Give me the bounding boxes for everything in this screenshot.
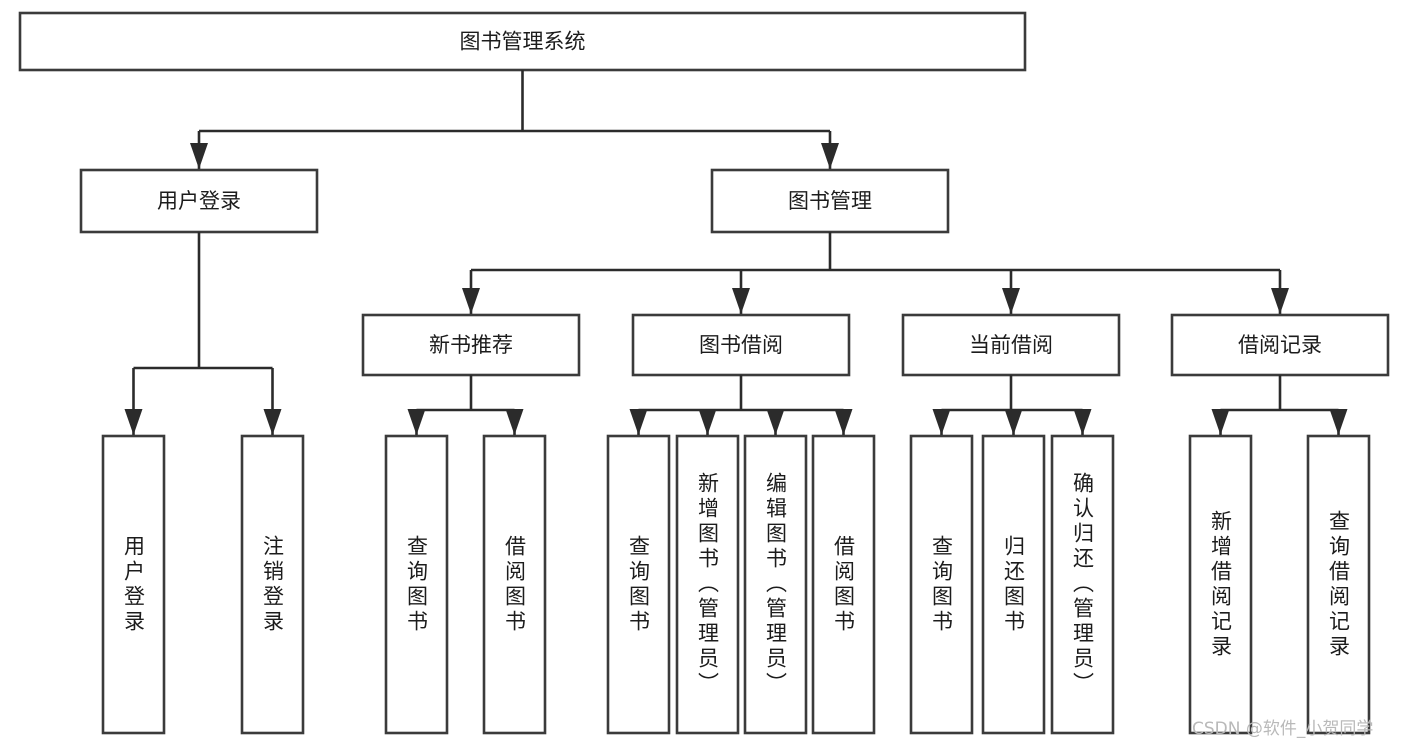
node-leaf-query-record-label: 查询借阅记录 (1326, 509, 1351, 660)
node-leaf-add-book-label: 新增图书（管理员） (695, 472, 720, 697)
arrow-head-icon-leaf-confirm-return (1073, 409, 1092, 435)
arrow-head-icon-leaf-query-book-rec (407, 409, 426, 435)
arrow-head-icon-leaf-logout (263, 409, 282, 435)
node-leaf-query-book-borrow-box[interactable] (606, 434, 671, 735)
node-leaf-query-record-label-box[interactable]: 查询借阅记录 (1308, 436, 1369, 733)
node-root-label: 图书管理系统 (460, 30, 586, 54)
node-leaf-logout-label-box[interactable]: 注销登录 (242, 436, 303, 733)
arrow-head-icon-borrow-record (1271, 288, 1289, 314)
node-leaf-borrow-book-rec-label-box[interactable]: 借阅图书 (484, 436, 545, 733)
arrow-head-icon-book-management (821, 143, 839, 169)
node-leaf-query-book-borrow-label-box[interactable]: 查询图书 (608, 436, 669, 733)
arrow-head-icon-leaf-query-book-borrow (629, 409, 648, 435)
node-root-box[interactable] (18, 11, 1027, 72)
node-leaf-edit-book-box[interactable] (743, 434, 808, 735)
arrow-head-icon-user-login (190, 143, 208, 169)
node-leaf-return-book-label: 归还图书 (1001, 534, 1026, 635)
node-leaf-query-book-current-label-box[interactable]: 查询图书 (911, 436, 972, 733)
node-leaf-add-record-label-box[interactable]: 新增借阅记录 (1190, 436, 1251, 733)
node-leaf-return-book-label-box[interactable]: 归还图书 (983, 436, 1044, 733)
node-leaf-borrow-book-label-box[interactable]: 借阅图书 (813, 436, 874, 733)
node-leaf-borrow-book-rec-box[interactable] (482, 434, 547, 735)
arrow-head-icon-leaf-query-record (1329, 409, 1348, 435)
node-leaf-add-record-label: 新增借阅记录 (1208, 509, 1233, 660)
node-borrow-record-label: 借阅记录 (1238, 333, 1322, 357)
node-book-management-label: 图书管理 (788, 189, 872, 213)
node-leaf-user-login-box[interactable] (101, 434, 166, 735)
node-leaf-add-book-label-box[interactable]: 新增图书（管理员） (677, 436, 738, 733)
node-current-borrow-label: 当前借阅 (969, 333, 1053, 357)
arrow-head-icon-leaf-add-book (698, 409, 717, 435)
node-current-borrow-box[interactable] (901, 313, 1121, 377)
arrow-head-icon-current-borrow (1002, 288, 1020, 314)
node-new-book-recommend-box[interactable] (361, 313, 581, 377)
node-book-borrow-label: 图书借阅 (699, 333, 783, 357)
node-leaf-return-book-box[interactable] (981, 434, 1046, 735)
node-leaf-logout-box[interactable] (240, 434, 305, 735)
node-leaf-edit-book-label: 编辑图书（管理员） (763, 472, 788, 697)
node-leaf-borrow-book-box[interactable] (811, 434, 876, 735)
node-leaf-user-login-label: 用户登录 (121, 534, 146, 635)
csdn-watermark: CSDN @软件_小贺同学 (1192, 719, 1374, 739)
node-leaf-edit-book-label-box[interactable]: 编辑图书（管理员） (745, 436, 806, 733)
node-leaf-borrow-book-label: 借阅图书 (831, 534, 856, 635)
arrow-head-icon-leaf-edit-book (766, 409, 785, 435)
node-book-borrow-box[interactable] (631, 313, 851, 377)
node-leaf-query-book-borrow-label: 查询图书 (626, 534, 651, 635)
node-leaf-query-book-current-label: 查询图书 (929, 534, 954, 635)
node-leaf-confirm-return-label-box[interactable]: 确认归还（管理员） (1052, 436, 1113, 733)
arrow-head-icon-leaf-query-book-current (932, 409, 951, 435)
node-leaf-query-book-rec-box[interactable] (384, 434, 449, 735)
node-leaf-borrow-book-rec-label: 借阅图书 (502, 534, 527, 635)
arrow-head-icon-leaf-borrow-book (834, 409, 853, 435)
arrow-head-icon-new-book-recommend (462, 288, 480, 314)
arrow-head-icon-leaf-user-login (124, 409, 143, 435)
node-leaf-confirm-return-box[interactable] (1050, 434, 1115, 735)
node-leaf-query-book-rec-label: 查询图书 (404, 534, 429, 635)
node-leaf-query-book-rec-label-box[interactable]: 查询图书 (386, 436, 447, 733)
node-leaf-user-login-label-box[interactable]: 用户登录 (103, 436, 164, 733)
arrow-head-icon-leaf-return-book (1004, 409, 1023, 435)
node-leaf-query-book-current-box[interactable] (909, 434, 974, 735)
arrow-head-icon-book-borrow (732, 288, 750, 314)
node-leaf-add-record-box[interactable] (1188, 434, 1253, 735)
node-leaf-confirm-return-label: 确认归还（管理员） (1070, 472, 1095, 697)
node-new-book-recommend-label: 新书推荐 (429, 333, 513, 357)
node-leaf-add-book-box[interactable] (675, 434, 740, 735)
node-leaf-query-record-box[interactable] (1306, 434, 1371, 735)
node-user-login-box[interactable] (79, 168, 319, 234)
arrow-head-icon-leaf-borrow-book-rec (505, 409, 524, 435)
node-leaf-logout-label: 注销登录 (260, 534, 285, 635)
arrow-head-icon-leaf-add-record (1211, 409, 1230, 435)
node-user-login-label: 用户登录 (157, 189, 241, 213)
